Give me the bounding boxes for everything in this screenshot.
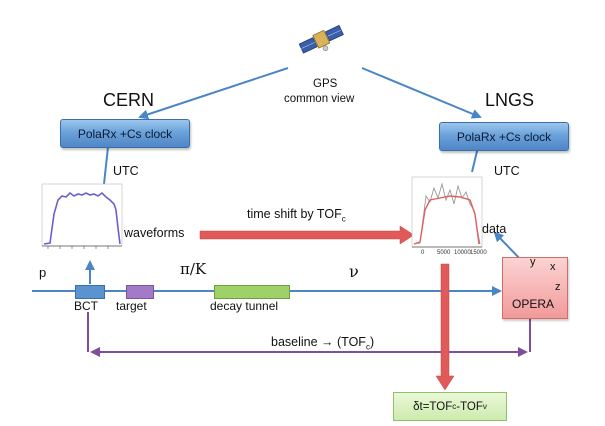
delta-t-sub-nu: ν bbox=[482, 402, 487, 411]
baseline-text: baseline → (TOF bbox=[271, 335, 366, 349]
data-plot bbox=[411, 176, 483, 248]
delta-t-sub-c: c bbox=[452, 402, 457, 411]
baseline-subscript: c bbox=[365, 342, 370, 352]
time-shift-subscript: c bbox=[341, 214, 346, 224]
opera-label: OPERA bbox=[512, 297, 555, 311]
axis-x-label: x bbox=[550, 261, 556, 273]
data-label: data bbox=[482, 222, 507, 236]
lngs-utc-label: UTC bbox=[494, 164, 520, 178]
time-shift-arrow bbox=[199, 225, 415, 245]
satellite-icon bbox=[298, 24, 344, 54]
lngs-clock-to-data-line bbox=[471, 146, 479, 173]
cern-utc-label: UTC bbox=[113, 164, 139, 178]
lngs-label: LNGS bbox=[485, 90, 535, 110]
proton-label: p bbox=[39, 265, 47, 280]
waveform-plot bbox=[41, 183, 123, 249]
cern-clock-label: PolaRx +Cs clock bbox=[77, 126, 173, 141]
neutrino-label: ν bbox=[349, 262, 359, 281]
bct-label: BCT bbox=[74, 299, 98, 313]
waveform-trace bbox=[43, 191, 121, 245]
time-shift-label: time shift by TOFc bbox=[247, 208, 346, 224]
delta-t-mid: -TOF bbox=[456, 400, 483, 413]
lngs-clock-label: PolaRx +Cs clock bbox=[456, 129, 552, 144]
data-histogram-trace bbox=[413, 182, 481, 245]
gps-to-cern-arrow bbox=[138, 67, 289, 120]
cern-clock-box: PolaRx +Cs clock bbox=[60, 119, 190, 148]
data-tick-5000: 5000 bbox=[437, 250, 451, 256]
common-view-label: common view bbox=[284, 93, 355, 105]
decay-tunnel-label: decay tunnel bbox=[210, 299, 279, 313]
lngs-clock-box: PolaRx +Cs clock bbox=[439, 122, 569, 151]
baseline-close: ) bbox=[369, 335, 375, 349]
pi-k-label: π/K bbox=[180, 260, 207, 278]
data-tick-15000: 15000 bbox=[470, 250, 487, 256]
bct-box bbox=[75, 285, 105, 299]
delta-t-arrow bbox=[435, 263, 455, 391]
cern-clock-to-waveform-line bbox=[103, 146, 109, 185]
cern-label: CERN bbox=[103, 90, 155, 110]
gps-label: GPS bbox=[313, 78, 338, 90]
gps-to-lngs-arrow bbox=[361, 67, 482, 119]
delta-t-prefix: δt=TOF bbox=[413, 400, 453, 413]
data-tick-10000: 10000 bbox=[454, 250, 471, 256]
axis-y-label: y bbox=[530, 256, 536, 268]
opera-detector-box bbox=[502, 257, 568, 319]
target-label: target bbox=[116, 299, 147, 313]
baseline-label: baseline → (TOFc) bbox=[271, 336, 374, 352]
time-shift-text: time shift by TOF bbox=[247, 207, 342, 221]
axis-z-label: z bbox=[555, 281, 561, 293]
data-tick-0: 0 bbox=[421, 250, 425, 256]
decay-tunnel-box bbox=[214, 285, 290, 299]
waveforms-label: waveforms bbox=[124, 226, 185, 240]
target-box bbox=[126, 285, 154, 299]
data-fit-curve bbox=[413, 195, 480, 245]
